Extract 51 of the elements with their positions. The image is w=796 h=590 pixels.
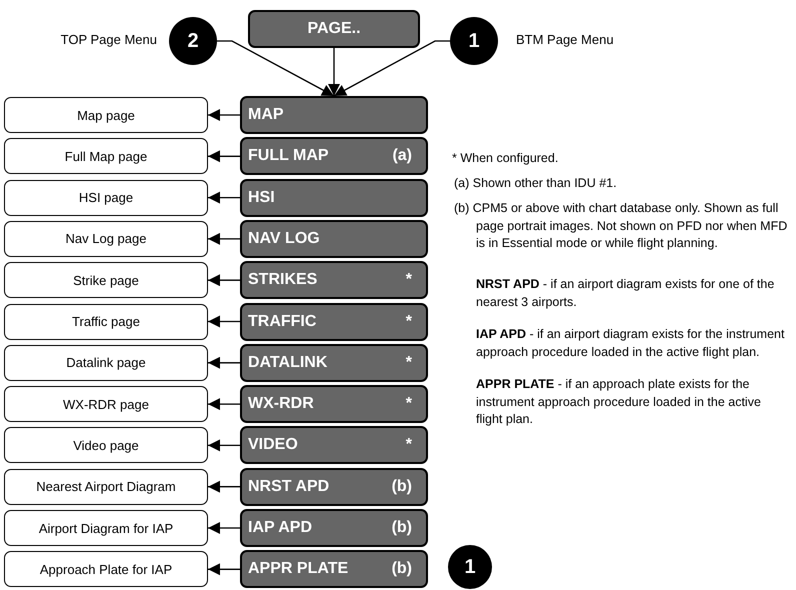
- arrow: [208, 398, 240, 410]
- arrow: [208, 150, 240, 162]
- arrow: [208, 480, 240, 493]
- footnote: * When configured.: [452, 150, 560, 167]
- footnote: (a) Shown other than IDU #1.: [454, 175, 618, 192]
- menu-button: NRST APD (b): [240, 468, 428, 506]
- page-box: Traffic page: [4, 304, 208, 340]
- page-box: Nav Log page: [4, 220, 208, 257]
- menu-button: VIDEO *: [240, 426, 428, 464]
- menu-button: HSI: [240, 178, 428, 217]
- menu-button: NAV LOG: [240, 220, 428, 258]
- callout-number: 1: [448, 545, 492, 589]
- menu-button: PAGE..: [248, 10, 420, 48]
- page-box: Map page: [4, 97, 208, 133]
- footnote: IAP APD - if an airport diagram exists for the instrument approach procedure loaded in the active flight plan.: [476, 326, 786, 361]
- menu-button: WX-RDR *: [240, 385, 428, 424]
- menu-button: FULL MAP (a): [240, 137, 428, 176]
- arrow: [208, 274, 240, 286]
- arrow: [328, 48, 340, 96]
- callout-number: 1: [450, 17, 498, 65]
- arrow: [334, 40, 450, 97]
- page-box: WX-RDR page: [4, 386, 208, 422]
- footnote: APPR PLATE - if an approach plate exists for the instrument approach procedure loaded in the active flight plan.: [476, 376, 762, 428]
- page-box: Full Map page: [4, 138, 208, 174]
- page-box: Strike page: [4, 262, 208, 298]
- page-box: Datalink page: [4, 344, 208, 381]
- callout-number: 2: [169, 17, 217, 65]
- arrow: [208, 316, 240, 328]
- menu-caption: TOP Page Menu: [60, 32, 157, 47]
- page-box: Approach Plate for IAP: [4, 551, 208, 588]
- arrow: [208, 522, 240, 534]
- page-box: Video page: [4, 427, 208, 464]
- menu-button: DATALINK *: [240, 344, 428, 382]
- menu-button: APPR PLATE (b): [240, 550, 428, 588]
- footnote: NRST APD - if an airport diagram exists for one of the nearest 3 airports.: [476, 276, 776, 311]
- arrow: [208, 439, 240, 452]
- page-box: Airport Diagram for IAP: [4, 510, 208, 546]
- arrow: [208, 232, 240, 245]
- menu-button: TRAFFIC *: [240, 302, 428, 340]
- arrow: [208, 109, 240, 121]
- page-box: HSI page: [4, 180, 208, 216]
- arrow: [208, 356, 240, 369]
- page-box: Nearest Airport Diagram: [4, 468, 208, 505]
- arrow: [217, 40, 334, 97]
- menu-button: IAP APD (b): [240, 509, 428, 547]
- arrow: [208, 192, 240, 204]
- menu-caption: BTM Page Menu: [516, 32, 614, 47]
- arrow: [208, 563, 240, 576]
- menu-button: STRIKES *: [240, 261, 428, 300]
- menu-button: MAP: [240, 96, 428, 134]
- footnote: (b) CPM5 or above with chart database only. Shown as full page portrait images. Not shown on PFD nor when MFD is in Essential mode or while flight planning.: [454, 200, 788, 252]
